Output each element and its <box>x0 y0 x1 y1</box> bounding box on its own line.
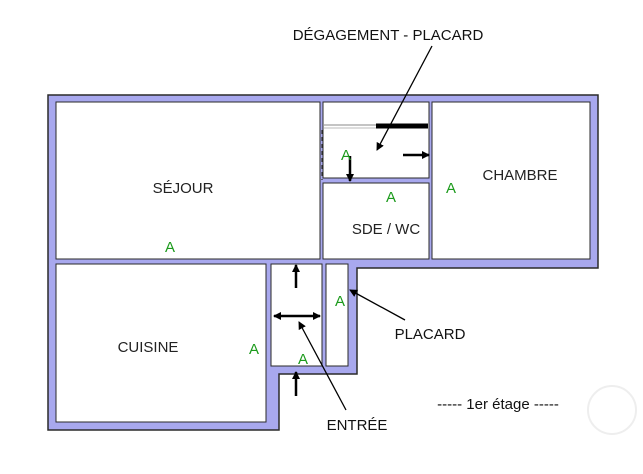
room-degagement <box>322 101 430 179</box>
room-cuisine <box>55 263 267 423</box>
door-mark-entree: A <box>298 351 308 368</box>
room-chambre <box>431 101 591 260</box>
door-mark-chambre: A <box>446 180 456 197</box>
floor-level-label: ----- 1er étage ----- <box>437 396 559 413</box>
door-mark-sejour: A <box>165 239 175 256</box>
label-sejour: SÉJOUR <box>153 180 214 197</box>
label-entree: ENTRÉE <box>327 417 388 434</box>
label-placard: PLACARD <box>395 326 466 343</box>
label-chambre: CHAMBRE <box>482 167 557 184</box>
door-mark-placard: A <box>335 293 345 310</box>
label-cuisine: CUISINE <box>118 339 179 356</box>
label-sde-wc: SDE / WC <box>352 221 421 238</box>
leader-degagement <box>376 45 433 151</box>
door-mark-sde-wc: A <box>386 189 396 206</box>
door-mark-cuisine: A <box>249 341 259 358</box>
room-sde-wc <box>322 182 430 260</box>
room-placard <box>325 263 349 367</box>
door-mark-degagement: A <box>341 147 351 164</box>
leader-entree <box>298 321 347 411</box>
label-degagement-placard: DÉGAGEMENT - PLACARD <box>293 27 484 44</box>
room-sejour <box>55 101 321 260</box>
watermark-logo <box>587 385 637 435</box>
leader-placard <box>349 289 406 321</box>
